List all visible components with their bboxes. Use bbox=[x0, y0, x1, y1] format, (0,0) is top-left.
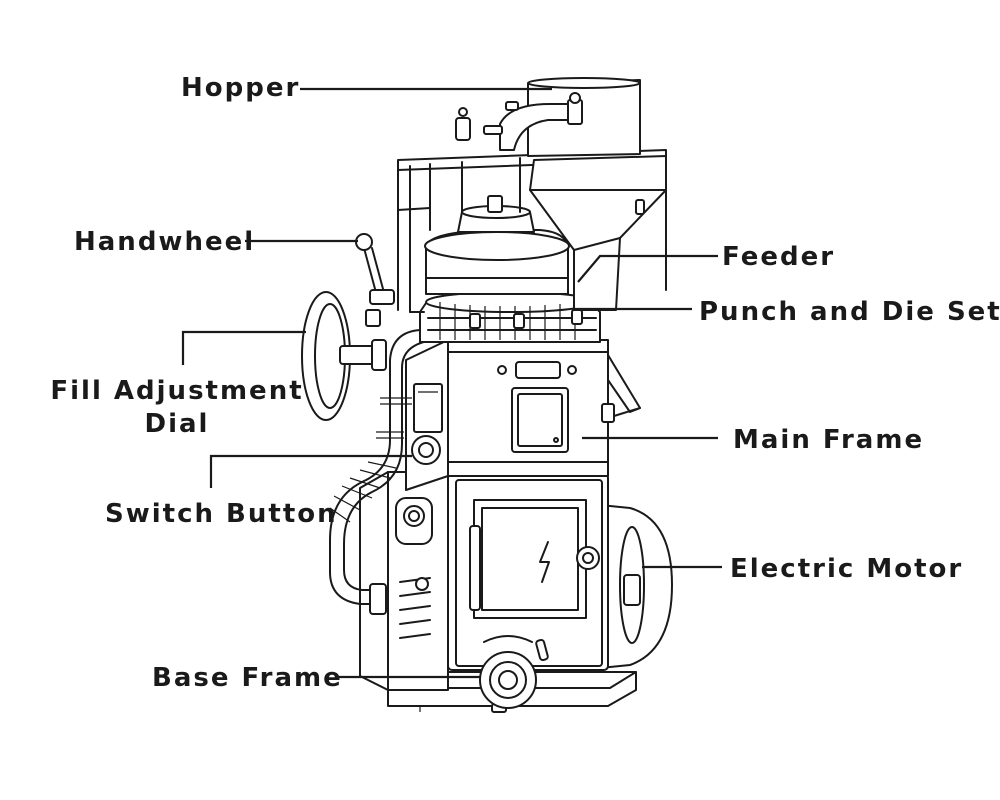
main-frame-label: Main Frame bbox=[733, 425, 924, 455]
fill-adjustment-dial bbox=[301, 291, 387, 421]
feeder-leader bbox=[577, 254, 718, 283]
electric-motor bbox=[599, 504, 673, 669]
base-frame-label: Base Frame bbox=[152, 663, 343, 693]
hopper bbox=[527, 77, 667, 311]
fill-adjustment-dial-leader bbox=[181, 330, 306, 365]
electric-motor-label: Electric Motor bbox=[730, 554, 963, 584]
punch-and-die-set-label: Punch and Die Set bbox=[699, 297, 1000, 327]
tablet-press-machine bbox=[301, 77, 673, 713]
feeder-label: Feeder bbox=[722, 242, 835, 272]
handwheel bbox=[355, 233, 395, 327]
handwheel-label: Handwheel bbox=[74, 227, 255, 257]
main-frame bbox=[405, 339, 641, 491]
labels: Hopper Handwheel Feeder Punch and Die Se… bbox=[50, 73, 1000, 693]
lower-cabinet bbox=[359, 471, 609, 709]
hopper-arm bbox=[455, 92, 583, 151]
switch-button-leader bbox=[209, 454, 412, 488]
fill-adjustment-dial-label-line1: Fill Adjustment bbox=[50, 376, 303, 406]
lightning-bolt-icon bbox=[539, 541, 550, 583]
upper-drum bbox=[424, 195, 570, 295]
switch-button-label: Switch Button bbox=[105, 499, 338, 529]
switch-button bbox=[411, 435, 441, 465]
hopper-label: Hopper bbox=[181, 73, 300, 103]
leader-lines bbox=[181, 87, 722, 679]
fill-adjustment-dial-label-line2: Dial bbox=[145, 409, 210, 439]
flexible-hose bbox=[329, 329, 435, 615]
